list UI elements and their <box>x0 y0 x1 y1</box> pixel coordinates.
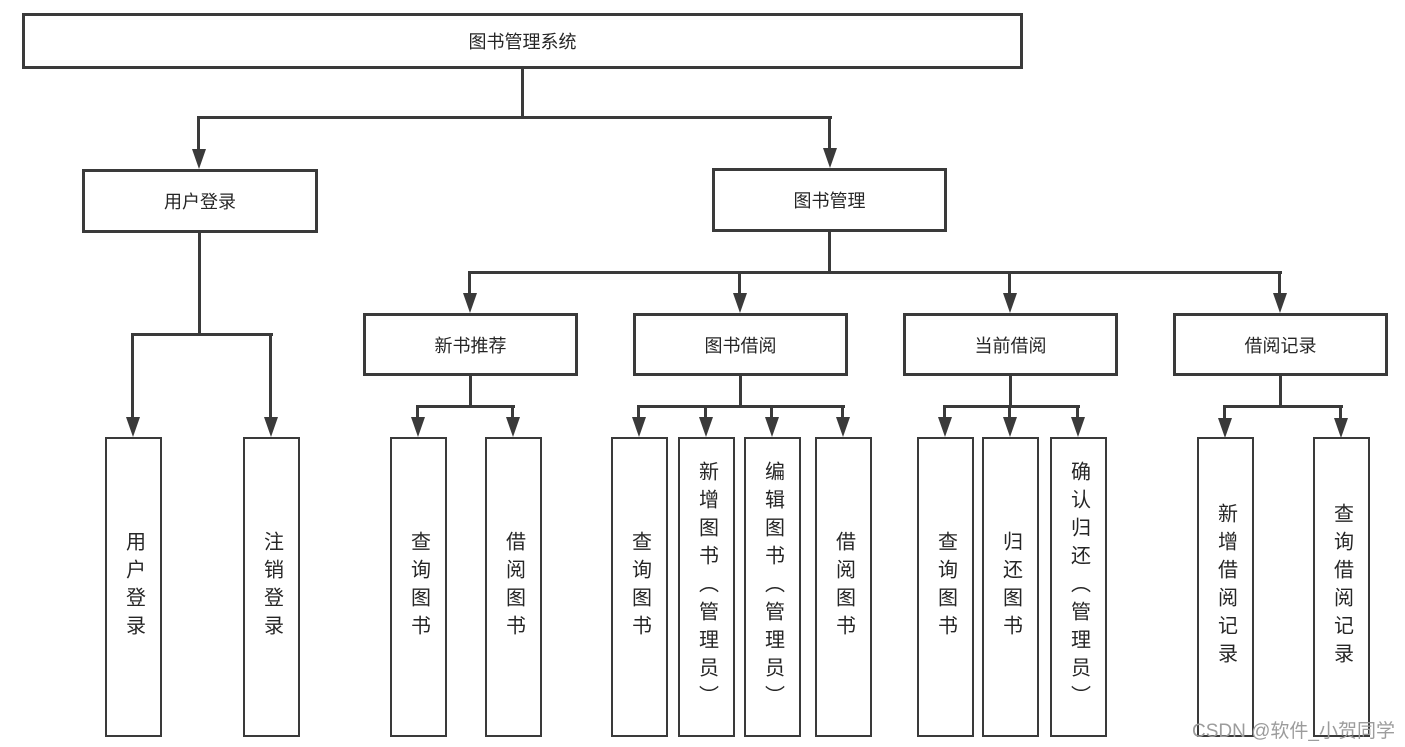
arrow-down-icon <box>463 271 477 313</box>
connector-root-stem <box>521 69 524 118</box>
leaf-label: 借阅图书 <box>502 531 525 643</box>
connector-book-borrow-stem <box>739 376 742 407</box>
arrow-down-icon <box>1003 271 1017 313</box>
arrow-down-icon <box>411 405 425 437</box>
node-leaf-query-books-current: 查询图书 <box>917 437 974 737</box>
arrow-down-icon <box>1334 405 1348 438</box>
node-leaf-add-books-admin: 新增图书（管理员） <box>678 437 735 737</box>
node-leaf-borrow-books: 借阅图书 <box>815 437 872 737</box>
node-leaf-add-borrow-record: 新增借阅记录 <box>1197 437 1254 737</box>
arrow-down-icon <box>836 405 850 437</box>
connector-user-login-stem <box>198 233 201 335</box>
node-book-management: 图书管理 <box>712 168 947 232</box>
arrow-down-icon <box>765 405 779 437</box>
node-leaf-confirm-return-admin: 确认归还（管理员） <box>1050 437 1107 737</box>
node-user-login: 用户登录 <box>82 169 318 233</box>
arrow-down-icon <box>699 405 713 437</box>
connector-current-borrow-rail <box>944 405 1080 408</box>
node-leaf-query-books-recommend: 查询图书 <box>390 437 447 737</box>
node-leaf-query-books-borrow: 查询图书 <box>611 437 668 737</box>
arrow-down-icon <box>632 405 646 437</box>
connector-borrow-records-stem <box>1279 376 1282 407</box>
leaf-label: 借阅图书 <box>832 531 855 643</box>
leaf-label: 用户登录 <box>122 531 145 643</box>
leaf-label: 归还图书 <box>999 531 1022 643</box>
connector-root-rail <box>198 116 832 119</box>
arrow-down-icon <box>506 405 520 437</box>
leaf-label: 确认归还（管理员） <box>1067 461 1090 713</box>
leaf-label: 新增借阅记录 <box>1214 503 1237 671</box>
arrow-down-icon <box>1273 271 1287 313</box>
node-current-borrow: 当前借阅 <box>903 313 1118 376</box>
node-leaf-user-login: 用户登录 <box>105 437 162 737</box>
arrow-down-icon <box>1071 405 1085 437</box>
connector-new-book-recommend-stem <box>469 376 472 407</box>
node-leaf-query-borrow-record: 查询借阅记录 <box>1313 437 1370 737</box>
arrow-down-icon <box>1218 405 1232 438</box>
connector-user-login-rail <box>132 333 273 336</box>
node-new-book-recommend: 新书推荐 <box>363 313 578 376</box>
connector-book-management-rail <box>469 271 1282 274</box>
node-leaf-edit-books-admin: 编辑图书（管理员） <box>744 437 801 737</box>
leaf-label: 查询图书 <box>628 531 651 643</box>
arrow-down-icon <box>192 116 206 169</box>
arrow-down-icon <box>823 116 837 168</box>
connector-current-borrow-stem <box>1009 376 1012 407</box>
node-library-management-system: 图书管理系统 <box>22 13 1023 69</box>
node-leaf-return-books: 归还图书 <box>982 437 1039 737</box>
node-leaf-logout: 注销登录 <box>243 437 300 737</box>
csdn-watermark: CSDN @软件_小贺同学 <box>1192 721 1395 742</box>
arrow-down-icon <box>264 333 278 437</box>
leaf-label: 查询借阅记录 <box>1330 503 1353 671</box>
arrow-down-icon <box>733 271 747 313</box>
leaf-label: 注销登录 <box>260 531 283 643</box>
leaf-label: 编辑图书（管理员） <box>761 461 784 713</box>
connector-new-book-recommend-rail <box>417 405 515 408</box>
node-borrow-records: 借阅记录 <box>1173 313 1388 376</box>
leaf-label: 查询图书 <box>934 531 957 643</box>
leaf-label: 查询图书 <box>407 531 430 643</box>
connector-book-management-stem <box>828 232 831 273</box>
node-leaf-borrow-books-recommend: 借阅图书 <box>485 437 542 737</box>
connector-borrow-records-rail <box>1224 405 1343 408</box>
arrow-down-icon <box>938 405 952 437</box>
connector-book-borrow-rail <box>638 405 845 408</box>
arrow-down-icon <box>126 333 140 437</box>
leaf-label: 新增图书（管理员） <box>695 461 718 713</box>
node-book-borrow: 图书借阅 <box>633 313 848 376</box>
arrow-down-icon <box>1003 405 1017 437</box>
